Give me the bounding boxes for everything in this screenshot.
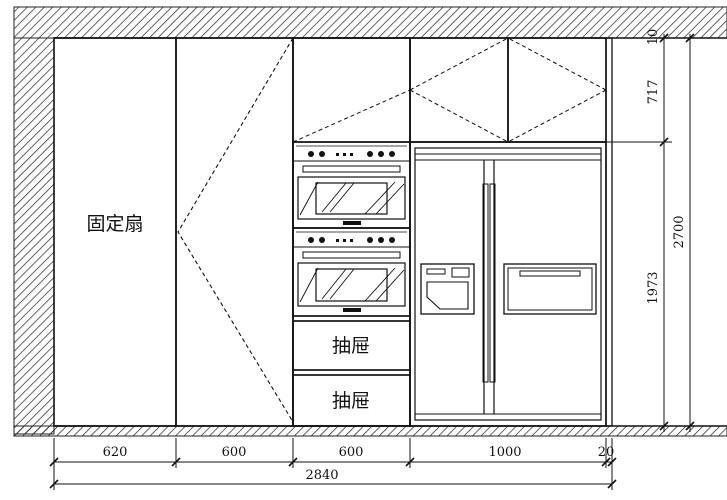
upper-cabinet-door (292, 37, 411, 143)
drawer-lower-label: 抽屉 (332, 390, 370, 412)
fridge-column (409, 37, 607, 427)
ceiling-wall (13, 6, 727, 39)
dim-10: 10 (646, 29, 661, 46)
tall-door (175, 37, 294, 427)
fridge-upper-left-door (409, 37, 509, 143)
fixed-panel-label: 固定扇 (86, 213, 143, 235)
dim-717: 717 (646, 80, 661, 105)
right-filler (605, 37, 613, 427)
bottom-dimensions: 620 600 600 1000 20 2840 (49, 438, 617, 490)
fixed-panel: 固定扇 (53, 37, 177, 427)
dim-20: 20 (598, 445, 615, 460)
dim-2700: 2700 (672, 215, 687, 248)
refrigerator (414, 147, 602, 421)
oven-upper (292, 141, 411, 229)
dim-600-a: 600 (222, 445, 247, 460)
right-dimensions: 10 717 1973 2700 (606, 29, 700, 432)
water-dispenser (420, 263, 475, 315)
fridge-upper-right-door (507, 37, 607, 143)
drawer-upper-label: 抽屉 (332, 335, 370, 357)
oven-column: 抽屉 抽屉 (292, 37, 411, 427)
fridge-control-panel (503, 263, 597, 315)
left-wall (13, 37, 55, 435)
oven-lower (292, 227, 411, 317)
dim-600-b: 600 (339, 445, 364, 460)
dim-total-width: 2840 (305, 468, 338, 483)
drawer-upper: 抽屉 (292, 320, 411, 371)
dim-1973: 1973 (646, 271, 661, 304)
drawer-lower: 抽屉 (292, 374, 411, 427)
dim-1000: 1000 (488, 445, 521, 460)
floor-wall (13, 425, 727, 437)
dim-620: 620 (103, 445, 128, 460)
